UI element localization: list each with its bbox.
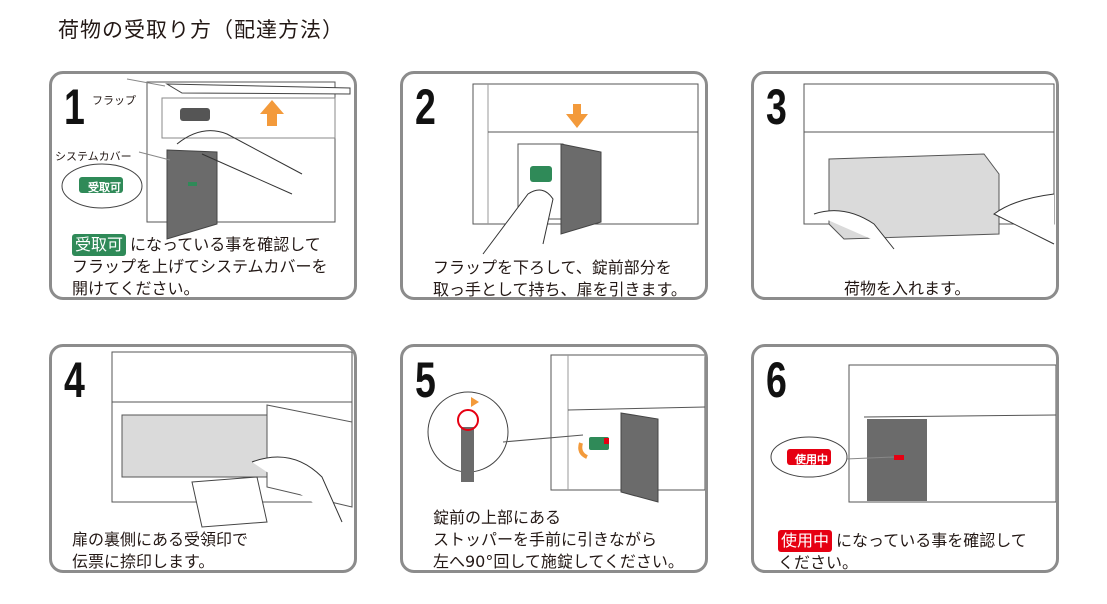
step-3-panel: 3 荷物を入れます。 (751, 71, 1059, 300)
callout-badge: 使用中 (795, 453, 828, 466)
step-number: 3 (766, 79, 787, 135)
step-4-panel: 4 扉の裏側にある受領印で 伝票に捺印します。 (49, 344, 357, 573)
step-number: 5 (415, 352, 436, 408)
step-1-illustration (61, 78, 351, 240)
step-caption: 使用中になっている事を確認して ください。 (778, 530, 1027, 572)
page-title: 荷物の受取り方（配達方法） (58, 18, 344, 42)
step-6-illustration (770, 364, 1056, 503)
step-caption: 荷物を入れます。 (844, 279, 971, 298)
step-1-panel: 1 フラップ システムカバー 受取可 受取可になっている事を確認して フラップを… (49, 71, 357, 300)
step-caption: 受取可になっている事を確認して フラップを上げてシステムカバーを 開けてください… (72, 234, 328, 298)
step-2-panel: 2 フラップを下ろして、錠前部分を 取っ手として持ち、扉を引きます。 (400, 71, 708, 300)
step-5-illustration (427, 354, 705, 503)
caption-text: になっている事を確認して ください。 (778, 531, 1027, 572)
status-badge-available: 受取可 (72, 234, 127, 256)
status-badge-in-use: 使用中 (778, 530, 833, 552)
flap-label: フラップ (92, 94, 136, 107)
step-4-illustration (111, 351, 353, 528)
step-caption: 錠前の上部にある ストッパーを手前に引きながら 左へ90°回して施錠してください… (433, 508, 684, 571)
step-number: 1 (64, 79, 85, 135)
step-number: 2 (415, 79, 436, 135)
callout-badge: 受取可 (88, 181, 121, 194)
step-caption: 扉の裏側にある受領印で 伝票に捺印します。 (72, 530, 249, 571)
step-5-panel: 5 錠前の上部にある ストッパーを手前に引きながら 左へ90°回して施錠してくだ… (400, 344, 708, 573)
step-3-illustration (803, 83, 1055, 250)
system-cover-label: システムカバー (55, 150, 132, 163)
caption-text: になっている事を確認して フラップを上げてシステムカバーを 開けてください。 (72, 235, 328, 298)
step-6-panel: 6 使用中 使用中になっている事を確認して ください。 (751, 344, 1059, 573)
step-number: 6 (766, 352, 787, 408)
step-number: 4 (64, 352, 85, 408)
step-caption: フラップを下ろして、錠前部分を 取っ手として持ち、扉を引きます。 (433, 258, 687, 299)
step-2-illustration (472, 83, 699, 255)
